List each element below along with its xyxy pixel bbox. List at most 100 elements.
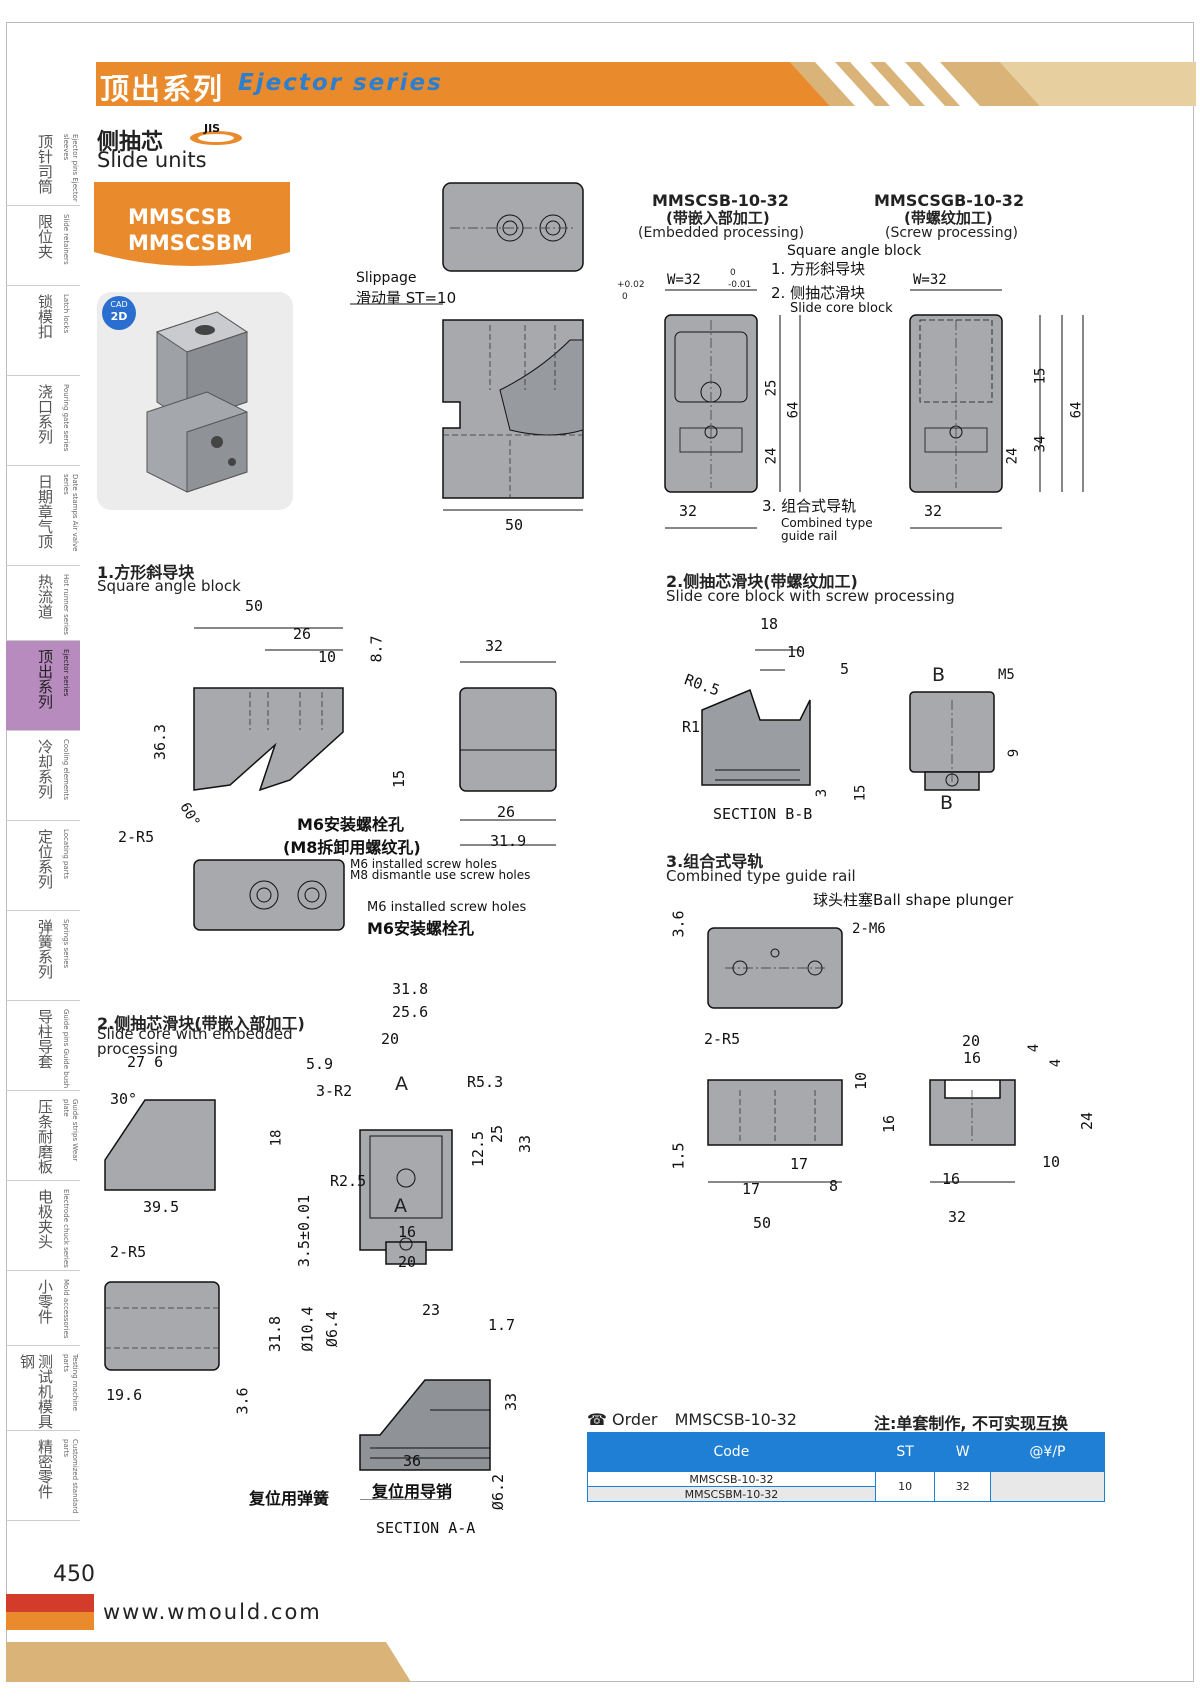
sidebar-item-sublabel: Springs series [62,919,70,969]
sidebar-item-sublabel: Date stamps Air valve series [62,474,79,552]
sec1-50-dim: 50 [245,597,264,615]
top-tolerance: +0.02 [617,280,645,290]
mmscsb-w-dim: W=32 [667,272,701,288]
sec2b-title-en: Slide core block with screw processing [666,587,955,605]
sec2b-18-dim: 18 [760,615,779,633]
sec3-17b-dim: 17 [742,1180,761,1198]
model-name: MMSCSBM [128,231,253,255]
sec2a-23-dim: 23 [422,1301,441,1319]
mmscsgb-body [909,314,1003,493]
sec2a-20-dim: 20 [381,1030,400,1048]
sec2a-256-dim: 25.6 [392,1003,429,1021]
mmscsgb-24-dim: 24 [1004,447,1021,465]
sec2b-15-dim: 15 [852,784,869,802]
sidebar-item-label: 顶出系列 [36,649,54,709]
sec3-title-cn: 3.组合式导轨 [666,852,764,871]
slippage-label: Slippage [356,270,417,286]
model-list: MMSCSB MMSCSBM [128,204,253,256]
mmscsb-25-dim: 25 [763,379,780,397]
sidebar-item-sublabel: Hot runner series [62,574,70,635]
mmscsgb-34-dim: 34 [1032,435,1049,453]
sidebar-item[interactable]: 热流道 Hot runner series [6,566,80,641]
guide-rail-drawing [707,927,1016,1183]
sidebar-item-label: 压条耐磨板 [36,1099,54,1174]
sec2b-10-dim: 10 [787,643,806,661]
table-cell-w: 32 [934,1471,991,1502]
sec2a-318-dim: 31.8 [392,980,429,998]
sec2a-17-dim: 1.7 [488,1316,516,1334]
sec2a-64-dim: Ø6.4 [323,1310,342,1348]
header-subtitle: Ejector series [238,70,443,96]
product-title-cn: 侧抽芯 [97,130,164,155]
sec1-10-dim: 10 [318,648,337,666]
mmscsb-name: MMSCSB-10-32 [652,191,789,210]
sidebar-item-label: 浇口系列 [36,384,54,444]
sec2a-395-dim: 39.5 [143,1198,180,1216]
sec2a-18-dim: 18 [268,1129,285,1147]
sec2a-196-dim: 19.6 [106,1386,143,1404]
sec2a-angle-dim: 30° [110,1090,138,1108]
sec1-32-dim: 32 [485,637,504,655]
sec3-4b-dim: 4 [1048,1058,1065,1068]
sidebar-item-label: 日期章气顶 [36,474,54,549]
sec3-r5-dim: 2-R5 [704,1030,741,1048]
sec1-m8-cn: (M8拆卸用螺纹孔) [283,838,421,857]
sec3-16c-dim: 16 [942,1170,961,1188]
sec3-20-dim: 20 [962,1032,981,1050]
jis-label: JIS [204,122,221,135]
square-angle-block-drawing [193,627,557,931]
sidebar-item[interactable]: 电极夹头 Electrode chuck series [6,1181,80,1271]
product-title-en: Slide units [97,148,207,172]
mmscsb-64-dim: 64 [785,401,802,419]
mmscsb-24-dim: 24 [763,447,780,465]
sidebar-item-label: 导柱导套 [36,1009,54,1069]
sidebar-item-label: 弹簧系列 [36,919,54,979]
table-row: MMSCSB-10-32 10 32 [587,1471,1106,1502]
table-cell-code: MMSCSBM-10-32 [587,1486,876,1502]
mmscsb-views [664,289,1084,529]
sidebar-item-sublabel: Electrode chuck series [62,1189,70,1268]
sec2a-section-a-top: A [395,1073,408,1095]
callout-slide-core-cn: 2. 侧抽芯滑块 [771,284,866,302]
mmscsb-32-dim: 32 [679,502,698,520]
sec2a-25-dim: 25 [488,1124,507,1144]
sec2a-36b-dim: 36 [403,1452,422,1470]
sidebar-item[interactable]: 日期章气顶 Date stamps Air valve series [6,466,80,566]
sec3-16-dim: 16 [880,1114,899,1134]
table-cell-code: MMSCSB-10-32 [587,1471,876,1487]
sec1-title-en: Square angle block [97,577,241,595]
top-width-dim: 50 [505,516,524,534]
sidebar-item-label: 热流道 [36,574,54,619]
callout-square-angle-cn: 1. 方形斜导块 [771,260,866,278]
table-header-st: ST [874,1432,936,1472]
order-note: 注:单套制作, 不可实现互换 [874,1414,1069,1433]
table-header-w: W [934,1432,991,1472]
sec2b-section-label: SECTION B-B [713,805,813,823]
cad-label: CAD [110,300,128,309]
slide-unit-image [146,311,249,493]
sidebar-item-label: 电极夹头 [36,1189,54,1249]
callout-slide-core-en: Slide core block [790,301,893,316]
sec3-10-dim: 10 [852,1071,871,1091]
sidebar-item[interactable]: 弹簧系列 Springs series [6,911,80,1001]
jis-badge: JIS [188,122,244,146]
sec2a-125-dim: 12.5 [469,1130,488,1168]
sec2a-33-dim: 33 [516,1134,535,1154]
top-tolerance-zero: 0 [622,292,628,302]
footer-url: www.wmould.com [103,1600,322,1624]
mmscsgb-w-dim: W=32 [913,272,947,288]
table-header-code: Code [587,1432,876,1472]
model-box [94,182,290,266]
